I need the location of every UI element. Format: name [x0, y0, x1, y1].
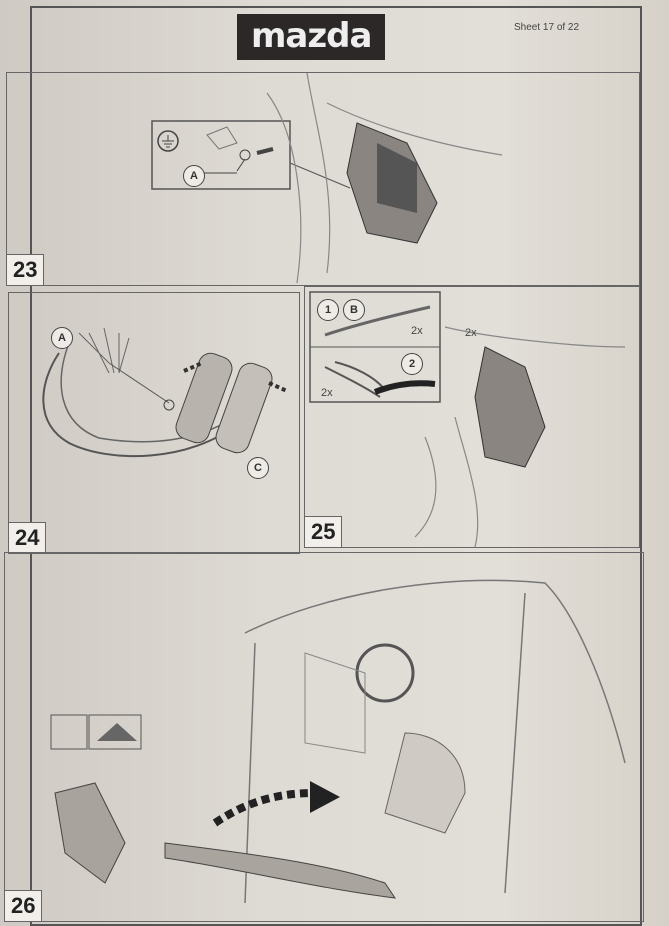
step-26-illustration [50, 579, 626, 904]
step-23-illustration [151, 73, 503, 284]
sheet-number: Sheet 17 of 22 [514, 22, 580, 33]
quantity-label: 2x [411, 325, 423, 337]
look-icon [50, 714, 88, 750]
step-24-panel: A C 24 [8, 292, 300, 554]
callout-1: 1 [317, 299, 339, 321]
callout-b: B [343, 299, 365, 321]
step-number: 23 [7, 254, 45, 285]
manual-icon [88, 714, 142, 750]
step-number: 24 [9, 522, 47, 553]
step-number: 25 [305, 516, 343, 547]
mazda-logo: mazda [237, 14, 386, 60]
callout-2: 2 [401, 353, 423, 375]
ground-icon [157, 130, 179, 152]
callout-a: A [183, 165, 205, 187]
callout-c: C [247, 457, 269, 479]
callout-a: A [51, 327, 73, 349]
quantity-label: 2x [465, 327, 477, 339]
step-25-illustration [309, 291, 626, 548]
quantity-label: 2x [321, 387, 333, 399]
step-26-panel: 26 [4, 552, 644, 922]
step-number: 26 [5, 890, 43, 921]
step-24-illustration [42, 327, 288, 458]
step-23-panel: A 23 [6, 72, 640, 286]
step-25-panel: 1 B 2 2x 2x 2x 25 [304, 286, 640, 548]
